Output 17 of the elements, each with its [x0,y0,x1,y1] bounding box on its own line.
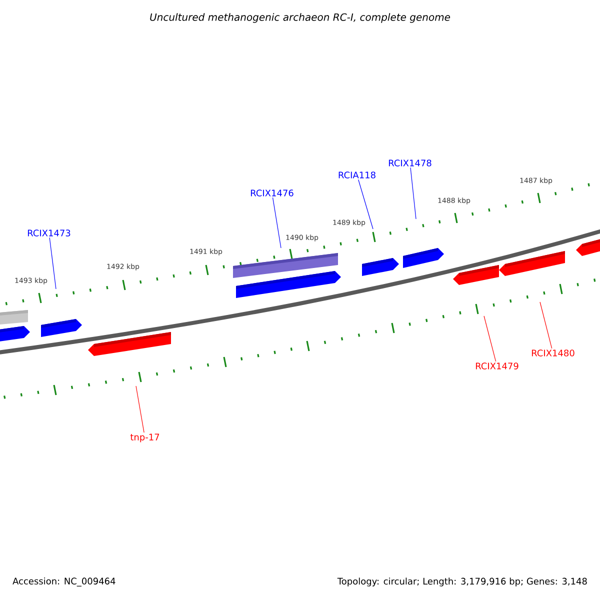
leader-line [540,302,552,349]
leader-line [358,179,374,230]
gene-label: RCIX1473 [28,230,70,236]
title: Uncultured methanogenic archaeon RC-I, complete genome [150,13,450,23]
leader-line [136,386,144,433]
leader-line [484,316,496,362]
leader-line [410,167,416,220]
accession-text: Accession: NC_009464 [12,578,116,586]
gene-label: tnp-17 [130,434,160,442]
leader-line [49,237,56,290]
gene-label: RCIA118 [338,172,376,178]
gene-label: RCIX1476 [250,190,294,196]
leader-line [272,197,282,248]
gene-label: RCIX1478 [388,160,432,166]
genome-info-text: Topology: circular; Length: 3,179,916 bp; Genes: 3,148 [337,578,587,586]
gene-label: RCIX1479 [476,362,518,370]
gene-label: RCIX1480 [532,350,574,356]
